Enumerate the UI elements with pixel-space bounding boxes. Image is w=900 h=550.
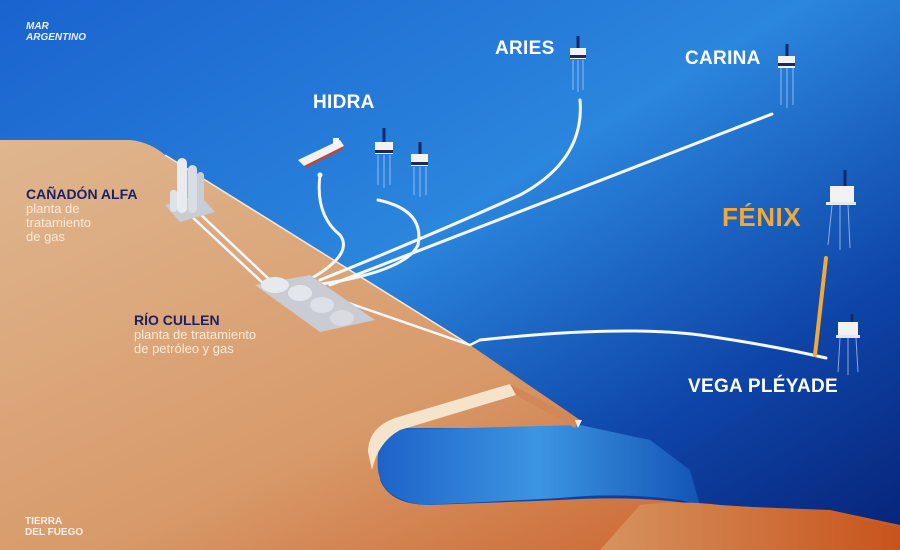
plant-subtitle: planta de tratamiento de petróleo y gas [134,327,257,356]
plant-rio-cullen: RÍO CULLEN planta de tratamiento de petr… [134,312,256,356]
pipeline-hidra [313,198,421,287]
field-label-aries: ARIES [495,38,555,59]
field-label-vega-pleyade: VEGA PLÉYADE [688,376,839,397]
platform-fenix-icon [826,170,856,250]
platform-hidra-2-icon [411,142,428,197]
tanker-ship-icon [298,138,344,178]
sea-label: MAR ARGENTINO [26,21,86,43]
plant-title: RÍO CULLEN [134,312,220,328]
platform-hidra-1-icon [375,128,393,188]
field-label-hidra: HIDRA [313,92,375,113]
plant-canadon-alfa: CAÑADÓN ALFA planta de tratamiento de ga… [26,186,137,244]
plant-subtitle: planta de tratamiento de gas [26,201,92,244]
platform-vega-pleyade-icon [836,314,860,375]
south-shore [600,502,900,550]
pipeline-carina [328,112,774,287]
land-tierra-del-fuego [0,140,900,550]
pipeline-fenix [813,256,828,357]
land-label: TIERRA DEL FUEGO [25,516,84,538]
jetty [510,384,580,428]
field-label-carina: CARINA [685,48,761,69]
bay-water [377,425,700,505]
pipeline-aries [318,98,582,282]
rio-cullen-plant-icon [255,275,375,332]
platform-carina-icon [778,44,795,108]
canadon-alfa-plant-icon [165,158,215,222]
land-pipelines [188,210,482,347]
field-label-fenix: FÉNIX [722,202,802,232]
platform-aries-icon [570,36,586,92]
plant-title: CAÑADÓN ALFA [26,186,138,202]
bay-rim [368,384,516,470]
pipeline-vega-pleyade [478,329,828,360]
pipeline-hidra-ship [303,173,345,284]
offshore-pipelines [303,98,828,360]
